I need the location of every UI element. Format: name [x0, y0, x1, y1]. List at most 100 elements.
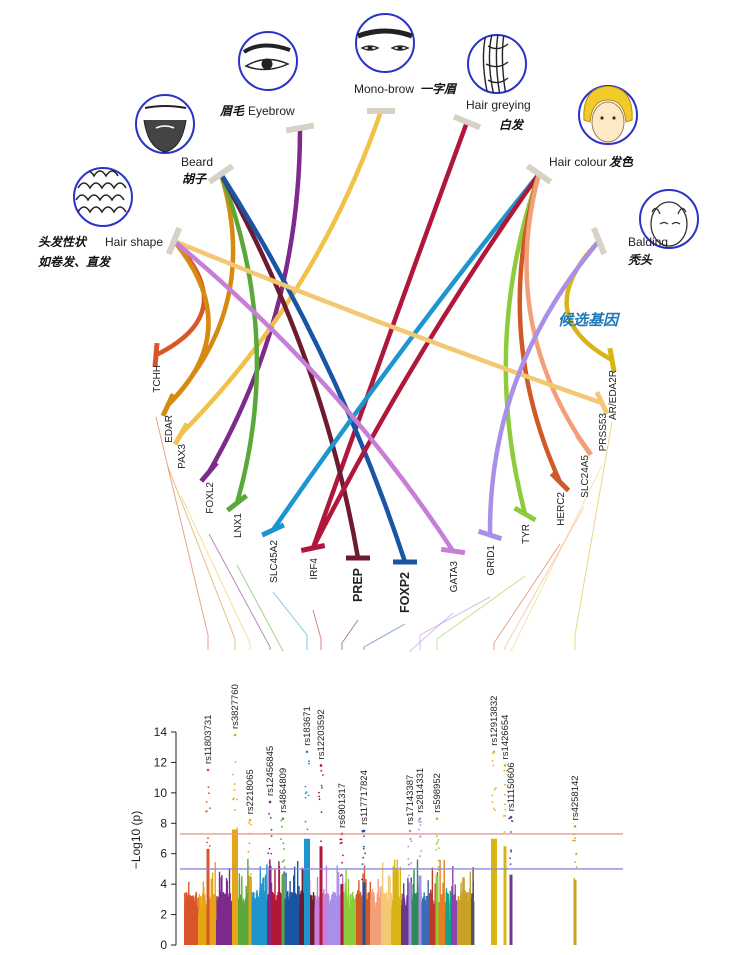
- peak-top-point: [305, 750, 309, 754]
- y-tick-label: 10: [154, 786, 168, 800]
- snp-connector-SLC24A5: [504, 506, 585, 650]
- manhattan-point: [392, 903, 395, 945]
- peak-point: [234, 809, 236, 811]
- manhattan-point: [330, 917, 332, 945]
- peak-point: [306, 828, 309, 831]
- manhattan-point: [276, 916, 278, 945]
- peak-top-point: [408, 829, 412, 833]
- manhattan-point: [324, 915, 327, 945]
- manhattan-point: [223, 915, 225, 945]
- peak-point: [575, 853, 577, 856]
- manhattan-point: [288, 912, 290, 945]
- gene-anchors: [152, 342, 617, 565]
- gene-anchor-PAX3: [172, 422, 190, 446]
- peak-point: [250, 823, 253, 826]
- manhattan-point: [218, 921, 220, 945]
- peak-top-point: [418, 817, 422, 821]
- peak-point: [236, 827, 238, 830]
- manhattan-point: [203, 921, 205, 945]
- y-axis-label: −Log10 (p): [129, 811, 143, 869]
- peak-point: [505, 769, 508, 772]
- gene-anchor-TYR: [513, 505, 537, 523]
- manhattan-point: [332, 891, 334, 945]
- manhattan-point: [318, 919, 320, 945]
- gene-anchor-FOXL2: [199, 461, 219, 483]
- manhattan-point: [189, 908, 192, 945]
- manhattan-point: [311, 909, 313, 945]
- peak-point: [248, 842, 251, 845]
- manhattan-point: [213, 894, 215, 945]
- peak-point: [268, 861, 271, 864]
- peak-point: [492, 807, 495, 810]
- manhattan-point: [464, 905, 467, 945]
- snp-label-rs12456845: rs12456845: [265, 746, 276, 796]
- peak-point: [491, 794, 494, 797]
- manhattan-point: [424, 915, 426, 945]
- peak-column: [268, 866, 272, 945]
- manhattan-point: [345, 922, 347, 945]
- peak-column: [435, 875, 439, 945]
- peak-point: [362, 856, 365, 859]
- trait-balding-label: Balding: [628, 235, 668, 249]
- manhattan-point: [405, 905, 407, 945]
- trait-greying-label: Hair greying: [466, 98, 531, 112]
- peak-point: [493, 788, 496, 791]
- manhattan-point: [192, 907, 194, 945]
- manhattan-point: [370, 911, 372, 945]
- manhattan-point: [426, 907, 429, 945]
- y-tick-label: 2: [160, 908, 167, 922]
- gene-anchor-PRSS53: [594, 391, 610, 415]
- peak-point: [339, 874, 342, 877]
- manhattan-point: [460, 896, 462, 945]
- gene-label-EDAR: EDAR: [164, 415, 175, 443]
- peak-point: [574, 839, 576, 842]
- y-tick-label: 14: [154, 725, 168, 739]
- peak-point: [435, 848, 438, 851]
- manhattan-point: [443, 859, 445, 945]
- y-tick-label: 12: [154, 755, 168, 769]
- manhattan-point: [425, 896, 427, 945]
- snp-connector-GRID1: [419, 596, 491, 650]
- peak-point: [268, 812, 270, 815]
- trait-monobrow-zh: 一字眉: [420, 82, 458, 96]
- manhattan-point: [303, 921, 305, 945]
- peak-point: [364, 852, 366, 855]
- link-eyebrow-FOXL2: [207, 127, 303, 474]
- trait-monobrow-label: Mono-brow: [354, 82, 414, 96]
- peak-point: [207, 837, 209, 840]
- peak-point: [362, 847, 365, 850]
- y-tick-label: 4: [160, 877, 167, 891]
- peak-point: [410, 862, 412, 864]
- manhattan-point: [196, 908, 199, 945]
- trait-anchor-eyebrow: [285, 122, 315, 134]
- peak-point: [318, 791, 320, 794]
- manhattan-point: [455, 906, 458, 945]
- peak-point: [417, 828, 420, 831]
- snp-label-rs11803731: rs11803731: [203, 715, 214, 764]
- manhattan-point: [433, 917, 435, 945]
- manhattan-point: [209, 907, 211, 945]
- manhattan-point: [185, 921, 187, 945]
- peak-point: [574, 837, 576, 840]
- manhattan-point: [337, 920, 340, 945]
- manhattan-point: [400, 893, 402, 945]
- manhattan-point: [459, 918, 462, 945]
- peak-point: [503, 815, 505, 817]
- peak-top-point: [362, 829, 366, 833]
- manhattan-point: [378, 919, 381, 945]
- manhattan-point: [347, 906, 349, 945]
- peak-point: [248, 875, 251, 877]
- link-balding-AR/EDA2R: [564, 239, 614, 362]
- peak-point: [503, 769, 506, 772]
- manhattan-point: [415, 919, 417, 945]
- manhattan-point: [326, 917, 328, 945]
- gene-anchor-EDAR: [160, 393, 176, 417]
- manhattan-point: [334, 921, 336, 945]
- peak-point: [304, 785, 307, 788]
- peak-point: [305, 791, 308, 793]
- snp-label-rs1426654: rs1426654: [500, 715, 511, 760]
- manhattan-point: [457, 896, 460, 945]
- manhattan-point: [271, 893, 273, 945]
